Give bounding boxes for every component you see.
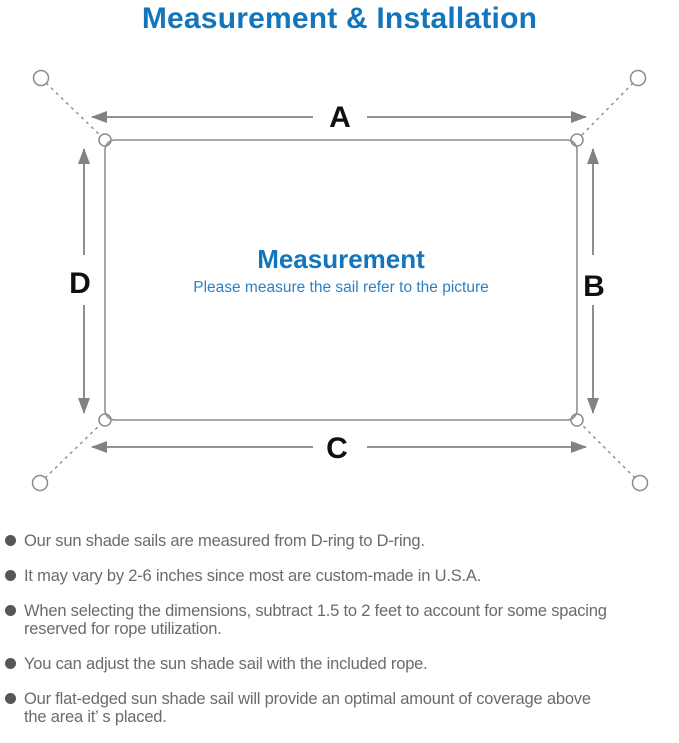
anchor-ring-top-right — [629, 69, 647, 87]
anchor-ring-bottom-left — [31, 474, 49, 492]
d-ring-bottom-right — [570, 413, 584, 427]
sail-rectangle — [104, 139, 578, 421]
note-text: Our sun shade sails are measured from D-… — [24, 532, 425, 550]
dimension-label-c: C — [326, 432, 348, 465]
d-ring-bottom-left — [98, 413, 112, 427]
list-item: It may vary by 2-6 inches since most are… — [5, 567, 668, 585]
notes-list: Our sun shade sails are measured from D-… — [5, 532, 668, 743]
dimension-label-d: D — [69, 267, 91, 300]
note-text: It may vary by 2-6 inches since most are… — [24, 567, 482, 585]
list-item: When selecting the dimensions, subtract … — [5, 602, 668, 638]
bullet-dot — [5, 658, 16, 669]
list-item: Our flat-edged sun shade sail will provi… — [5, 690, 668, 726]
anchor-line-top-right — [575, 77, 639, 142]
anchor-line-bottom-right — [575, 418, 641, 484]
dimension-label-b: B — [583, 270, 605, 303]
anchor-ring-top-left — [32, 69, 50, 87]
note-text: When selecting the dimensions, subtract … — [24, 602, 607, 638]
list-item: Our sun shade sails are measured from D-… — [5, 532, 668, 550]
bullet-dot — [5, 693, 16, 704]
bullet-dot — [5, 605, 16, 616]
page-title: Measurement & Installation — [141, 2, 538, 35]
bullet-dot — [5, 535, 16, 546]
note-text: Our flat-edged sun shade sail will provi… — [24, 690, 591, 726]
d-ring-top-right — [570, 133, 584, 147]
list-item: You can adjust the sun shade sail with t… — [5, 655, 668, 673]
anchor-line-bottom-left — [39, 418, 107, 484]
note-text: You can adjust the sun shade sail with t… — [24, 655, 428, 673]
bullet-dot — [5, 570, 16, 581]
diagram-center-title: Measurement — [257, 244, 425, 274]
diagram-center-subtitle: Please measure the sail refer to the pic… — [193, 279, 489, 296]
dimension-label-a: A — [329, 101, 351, 134]
measurement-diagram: A C D B Measurement Please measure the s… — [31, 69, 649, 492]
anchor-ring-bottom-right — [631, 474, 649, 492]
anchor-line-top-left — [40, 77, 107, 142]
d-ring-top-left — [98, 133, 112, 147]
